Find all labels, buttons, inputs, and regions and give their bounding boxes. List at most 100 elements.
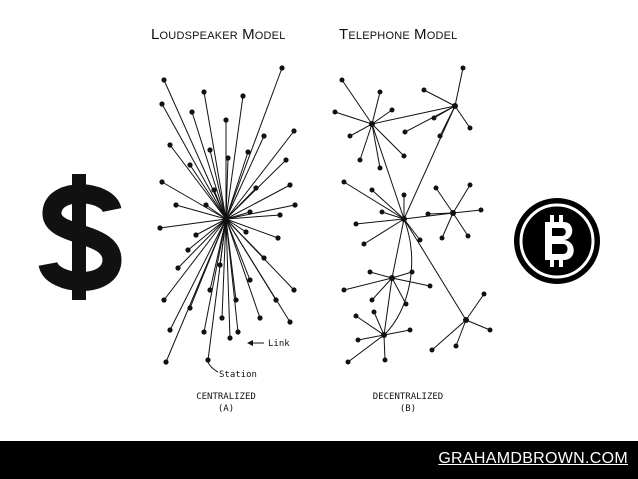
central-link xyxy=(159,218,227,229)
peer-link xyxy=(343,181,405,220)
central-link xyxy=(209,149,227,220)
peer-link xyxy=(454,67,464,107)
peer-link xyxy=(371,123,381,169)
peer-node xyxy=(425,211,431,217)
central-link xyxy=(175,204,227,220)
peer-node xyxy=(403,301,409,307)
network-diagram: Link Station CENTRALIZED (A) DECENTRALIZ… xyxy=(157,65,493,414)
peer-node xyxy=(427,283,433,289)
station-pointer xyxy=(206,359,219,373)
peer-link xyxy=(383,334,386,361)
central-station xyxy=(257,315,263,321)
peer-node xyxy=(355,337,361,343)
central-link xyxy=(225,95,244,220)
central-station xyxy=(235,329,241,335)
central-link xyxy=(225,184,291,220)
central-link xyxy=(187,218,227,251)
central-link xyxy=(161,181,227,220)
loudspeaker-model-title: LOUDSPEAKER MODEL xyxy=(151,26,286,43)
central-link xyxy=(161,103,227,220)
central-station xyxy=(253,185,259,191)
peer-node xyxy=(377,165,383,171)
peer-node xyxy=(407,327,413,333)
decentral-hub xyxy=(401,216,407,222)
peer-link xyxy=(371,277,393,301)
peer-link xyxy=(439,105,456,137)
peer-link xyxy=(355,315,385,336)
peer-link xyxy=(371,123,405,157)
decentral-hub xyxy=(463,317,469,323)
central-station xyxy=(247,277,253,283)
peer-link xyxy=(373,311,385,336)
central-station xyxy=(287,182,293,188)
decentral-hub xyxy=(389,275,395,281)
link-arrow xyxy=(247,340,253,346)
peer-link xyxy=(465,319,491,331)
central-link xyxy=(225,67,283,220)
central-station xyxy=(159,179,165,185)
central-station xyxy=(205,357,211,363)
hub-link xyxy=(371,105,456,125)
central-station xyxy=(247,209,253,215)
dollar-sign-icon xyxy=(38,174,122,300)
central-station xyxy=(291,287,297,293)
central-link xyxy=(225,204,296,220)
peer-node xyxy=(332,109,338,115)
link-label: Link xyxy=(268,339,290,349)
central-link xyxy=(225,218,247,233)
peer-node xyxy=(478,207,484,213)
peer-link xyxy=(341,79,373,125)
peer-node xyxy=(377,89,383,95)
peer-link xyxy=(452,209,482,214)
peer-node xyxy=(369,187,375,193)
centralized-network xyxy=(157,65,298,365)
peer-node xyxy=(339,77,345,83)
peer-node xyxy=(369,297,375,303)
central-station xyxy=(223,117,229,123)
central-link xyxy=(225,135,265,220)
decentral-hub xyxy=(369,121,375,127)
central-station xyxy=(175,265,181,271)
central-link xyxy=(177,218,227,269)
peer-link xyxy=(403,218,421,241)
central-station xyxy=(193,232,199,238)
peer-node xyxy=(467,125,473,131)
central-station xyxy=(167,142,173,148)
hub-link xyxy=(403,218,467,321)
site-link[interactable]: GRAHAMDBROWN.COM xyxy=(438,450,628,467)
peer-node xyxy=(437,133,443,139)
central-link xyxy=(163,79,227,220)
central-link xyxy=(225,218,239,333)
peer-node xyxy=(371,309,377,315)
peer-link xyxy=(357,334,385,341)
central-link xyxy=(207,218,227,361)
central-station xyxy=(275,235,281,241)
peer-node xyxy=(465,233,471,239)
peer-node xyxy=(453,343,459,349)
decentralized-caption: DECENTRALIZED xyxy=(373,392,443,402)
peer-node xyxy=(401,192,407,198)
central-link xyxy=(225,157,229,220)
central-link xyxy=(165,218,227,363)
central-link xyxy=(203,218,227,333)
peer-link xyxy=(381,211,405,220)
peer-node xyxy=(429,347,435,353)
central-link xyxy=(225,130,295,220)
central-station xyxy=(211,187,217,193)
peer-link xyxy=(371,91,381,125)
station-label: Station xyxy=(219,370,257,380)
peer-link xyxy=(343,277,393,291)
central-station xyxy=(203,202,209,208)
peer-node xyxy=(481,291,487,297)
central-station xyxy=(159,101,165,107)
peer-link xyxy=(359,123,373,161)
central-station xyxy=(243,229,249,235)
central-link xyxy=(163,218,227,301)
decentral-hub xyxy=(450,210,456,216)
central-station xyxy=(157,225,163,231)
central-link xyxy=(203,91,227,220)
central-station xyxy=(189,109,195,115)
central-station xyxy=(227,335,233,341)
peer-link xyxy=(404,105,456,133)
peer-link xyxy=(391,277,407,305)
